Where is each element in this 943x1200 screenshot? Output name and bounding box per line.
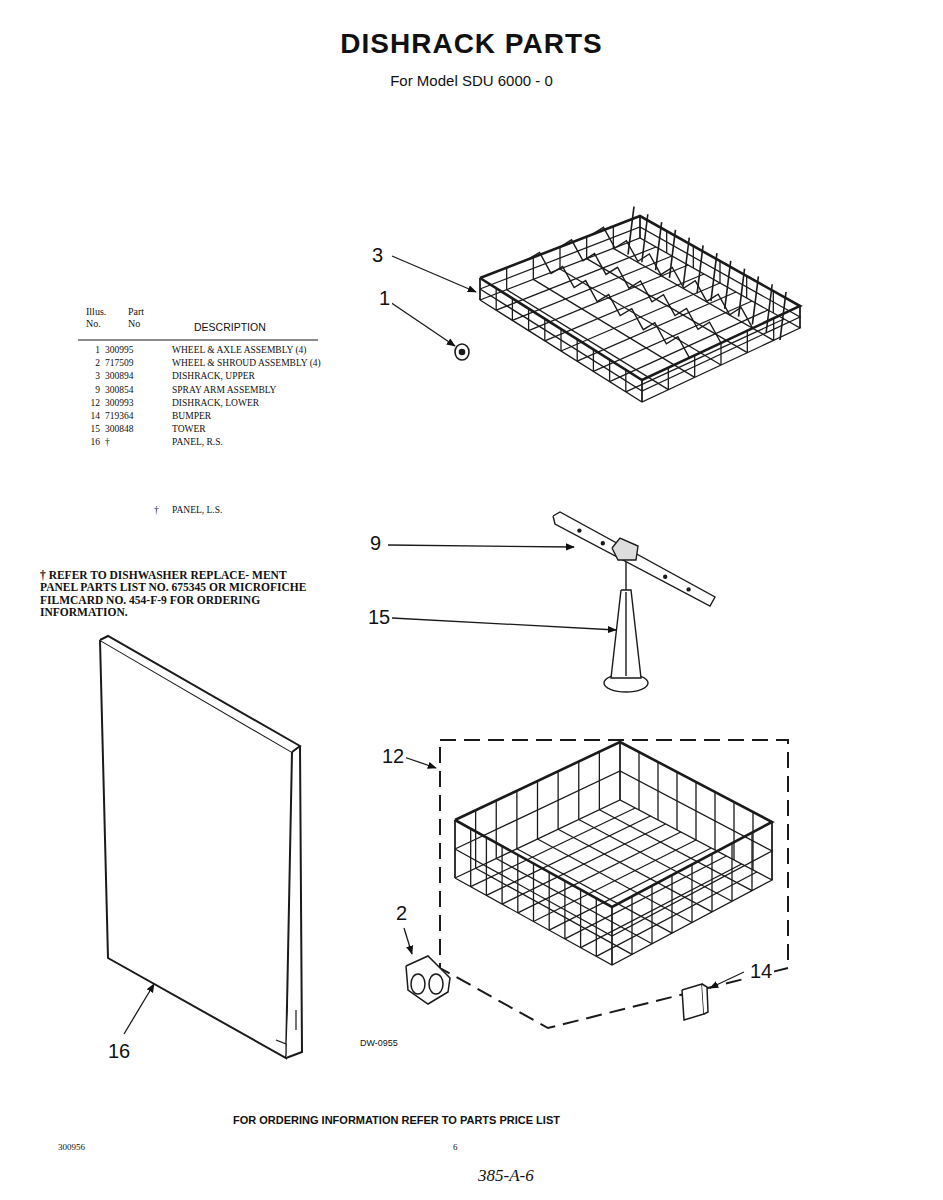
bumper <box>682 984 708 1020</box>
callout-number: 3 <box>370 244 385 267</box>
callout-number: 12 <box>380 745 406 768</box>
upper-dishrack <box>480 207 800 403</box>
callout-number: 16 <box>106 1040 132 1063</box>
part-number: † <box>105 437 110 448</box>
part-number: 719364 <box>105 411 134 422</box>
part-description: TOWER <box>172 424 206 435</box>
part-number: 300854 <box>105 385 134 396</box>
part-description: DISHRACK, LOWER <box>172 398 259 409</box>
column-header: DESCRIPTION <box>194 321 266 333</box>
leader-line <box>388 545 574 547</box>
illus-number: 2 <box>78 358 100 369</box>
illus-number: 15 <box>78 424 100 435</box>
page-number: 6 <box>453 1142 458 1152</box>
model-subtitle: For Model SDU 6000 - 0 <box>0 72 943 89</box>
column-header: Part No <box>128 306 156 329</box>
leader-line <box>710 972 744 988</box>
leader-line <box>392 618 616 630</box>
group-bracket <box>440 740 788 1028</box>
part-number: 300848 <box>105 424 134 435</box>
part-description: PANEL, R.S. <box>172 437 223 448</box>
callout-number: 9 <box>368 532 383 555</box>
illus-number: 3 <box>78 371 100 382</box>
part-description: DISHRACK, UPPER <box>172 371 255 382</box>
part-description: WHEEL & AXLE ASSEMBLY (4) <box>172 345 307 356</box>
leader-line <box>124 984 154 1034</box>
part-number: 717509 <box>105 358 134 369</box>
callout-number: 14 <box>748 960 774 983</box>
callout-number: 2 <box>394 902 409 925</box>
illus-number: 1 <box>78 345 100 356</box>
page-title: DISHRACK PARTS <box>0 28 943 60</box>
illus-number: 12 <box>78 398 100 409</box>
wheel-shroud <box>406 956 450 1004</box>
leader-line <box>404 928 412 954</box>
illus-number: 14 <box>78 411 100 422</box>
spray-arm <box>553 512 715 606</box>
leader-line <box>390 302 455 346</box>
footnote-text: † REFER TO DISHWASHER REPLACE- MENT PANE… <box>40 569 312 619</box>
tower <box>604 562 648 692</box>
door-panel <box>100 636 302 1058</box>
part-number: 300993 <box>105 398 134 409</box>
lower-dishrack <box>455 742 772 965</box>
document-number: 300956 <box>58 1142 85 1152</box>
part-description: PANEL, L.S. <box>172 505 222 516</box>
part-description: WHEEL & SHROUD ASSEMBLY (4) <box>172 358 321 369</box>
ordering-note: FOR ORDERING INFORMATION REFER TO PARTS … <box>233 1114 560 1127</box>
leader-lines <box>124 256 744 1034</box>
part-number: 300995 <box>105 345 134 356</box>
drawing-number: DW-0955 <box>360 1038 398 1048</box>
callout-number: 15 <box>366 606 392 629</box>
callout-number: 1 <box>377 287 392 310</box>
illus-number: 16 <box>78 437 100 448</box>
leader-line <box>392 256 476 292</box>
leader-line <box>404 757 436 768</box>
column-header: Illus. No. <box>86 306 120 329</box>
handwritten-code: 385-A-6 <box>478 1166 534 1186</box>
part-number: 300894 <box>105 371 134 382</box>
part-description: BUMPER <box>172 411 211 422</box>
part-description: SPRAY ARM ASSEMBLY <box>172 385 276 396</box>
table-rule <box>78 339 318 340</box>
wheel-axle <box>455 344 469 360</box>
footnote-mark: † <box>154 505 159 516</box>
illus-number: 9 <box>78 385 100 396</box>
